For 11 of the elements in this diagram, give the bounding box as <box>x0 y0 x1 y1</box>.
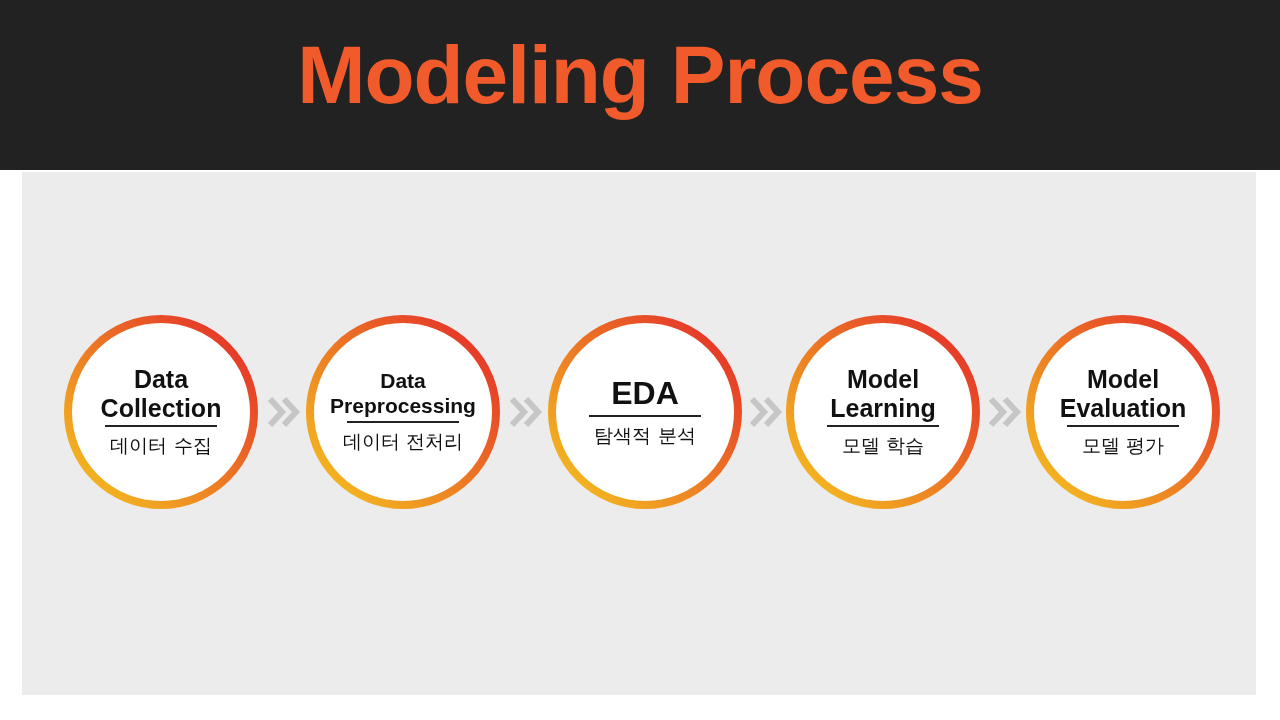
step-subtitle: 모델 평가 <box>1081 433 1164 459</box>
title: Modeling Process <box>297 29 983 120</box>
step-heading: Data Collection <box>99 364 223 423</box>
step-subtitle: 데이터 전처리 <box>342 428 463 454</box>
step-heading: Model Evaluation <box>1058 364 1188 423</box>
step-subtitle: 모델 학습 <box>841 433 924 459</box>
step-heading: Data Preprocessing <box>329 369 477 418</box>
step-heading: EDA <box>611 375 679 412</box>
step-heading: Model Learning <box>829 364 937 423</box>
step-subtitle: 데이터 수집 <box>110 433 212 459</box>
step-subtitle: 탐색적 분석 <box>594 422 696 448</box>
